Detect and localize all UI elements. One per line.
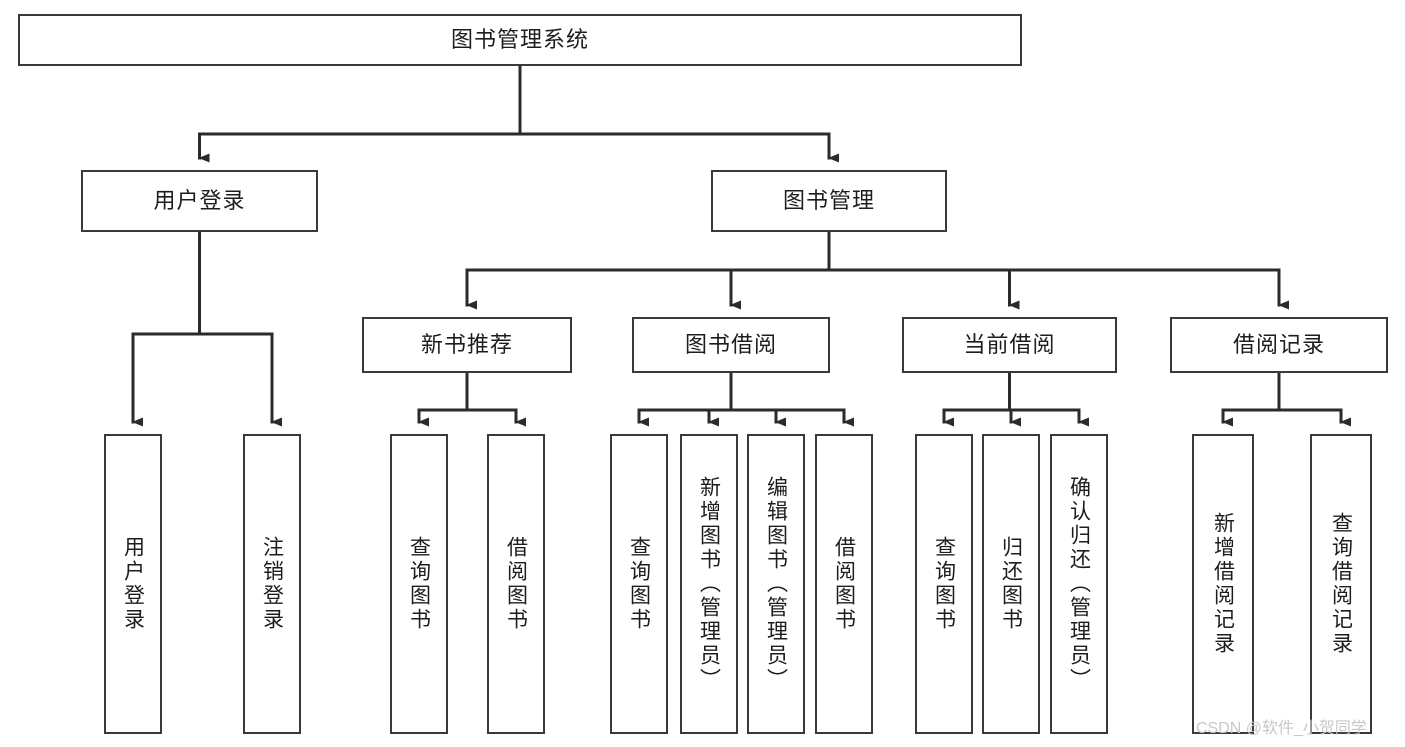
node-leaf-borrow-book-recommend-label: 借阅图书 <box>504 536 528 632</box>
node-current-borrow[interactable]: 当前借阅 <box>902 317 1117 373</box>
node-leaf-borrow-book-label: 借阅图书 <box>832 536 856 632</box>
node-leaf-borrow-book[interactable]: 借阅图书 <box>815 434 873 734</box>
node-leaf-add-book-label: 新增图书（管理员） <box>697 476 721 692</box>
node-leaf-confirm-return[interactable]: 确认归还（管理员） <box>1050 434 1108 734</box>
node-leaf-query-borrow-record[interactable]: 查询借阅记录 <box>1310 434 1372 734</box>
node-leaf-add-book[interactable]: 新增图书（管理员） <box>680 434 738 734</box>
node-leaf-add-borrow-record-label: 新增借阅记录 <box>1211 512 1235 656</box>
node-leaf-logout[interactable]: 注销登录 <box>243 434 301 734</box>
node-leaf-query-book-recommend[interactable]: 查询图书 <box>390 434 448 734</box>
node-book-borrow[interactable]: 图书借阅 <box>632 317 830 373</box>
csdn-watermark: CSDN @软件_小贺同学 <box>1196 720 1367 737</box>
node-leaf-query-book-borrow-label: 查询图书 <box>627 536 651 632</box>
node-leaf-edit-book-label: 编辑图书（管理员） <box>764 476 788 692</box>
node-leaf-return-book[interactable]: 归还图书 <box>982 434 1040 734</box>
node-leaf-query-book-borrow[interactable]: 查询图书 <box>610 434 668 734</box>
node-borrow-record[interactable]: 借阅记录 <box>1170 317 1388 373</box>
node-user-login[interactable]: 用户登录 <box>81 170 318 232</box>
node-leaf-query-book-current[interactable]: 查询图书 <box>915 434 973 734</box>
node-leaf-query-borrow-record-label: 查询借阅记录 <box>1329 512 1353 656</box>
node-user-login-label: 用户登录 <box>153 188 246 214</box>
node-borrow-record-label: 借阅记录 <box>1232 332 1325 358</box>
node-leaf-query-book-recommend-label: 查询图书 <box>407 536 431 632</box>
node-current-borrow-label: 当前借阅 <box>963 332 1056 358</box>
node-new-book-recommend-label: 新书推荐 <box>420 332 513 358</box>
node-book-borrow-label: 图书借阅 <box>684 332 777 358</box>
node-book-management-label: 图书管理 <box>782 188 875 214</box>
node-leaf-user-login[interactable]: 用户登录 <box>104 434 162 734</box>
node-leaf-add-borrow-record[interactable]: 新增借阅记录 <box>1192 434 1254 734</box>
node-leaf-borrow-book-recommend[interactable]: 借阅图书 <box>487 434 545 734</box>
node-root[interactable]: 图书管理系统 <box>18 14 1022 66</box>
node-leaf-confirm-return-label: 确认归还（管理员） <box>1067 476 1091 692</box>
node-root-label: 图书管理系统 <box>450 27 589 53</box>
node-leaf-query-book-current-label: 查询图书 <box>932 536 956 632</box>
node-book-management[interactable]: 图书管理 <box>711 170 947 232</box>
node-leaf-edit-book[interactable]: 编辑图书（管理员） <box>747 434 805 734</box>
node-leaf-user-login-label: 用户登录 <box>121 536 145 632</box>
node-leaf-return-book-label: 归还图书 <box>999 536 1023 632</box>
node-leaf-logout-label: 注销登录 <box>260 536 284 632</box>
node-new-book-recommend[interactable]: 新书推荐 <box>362 317 572 373</box>
